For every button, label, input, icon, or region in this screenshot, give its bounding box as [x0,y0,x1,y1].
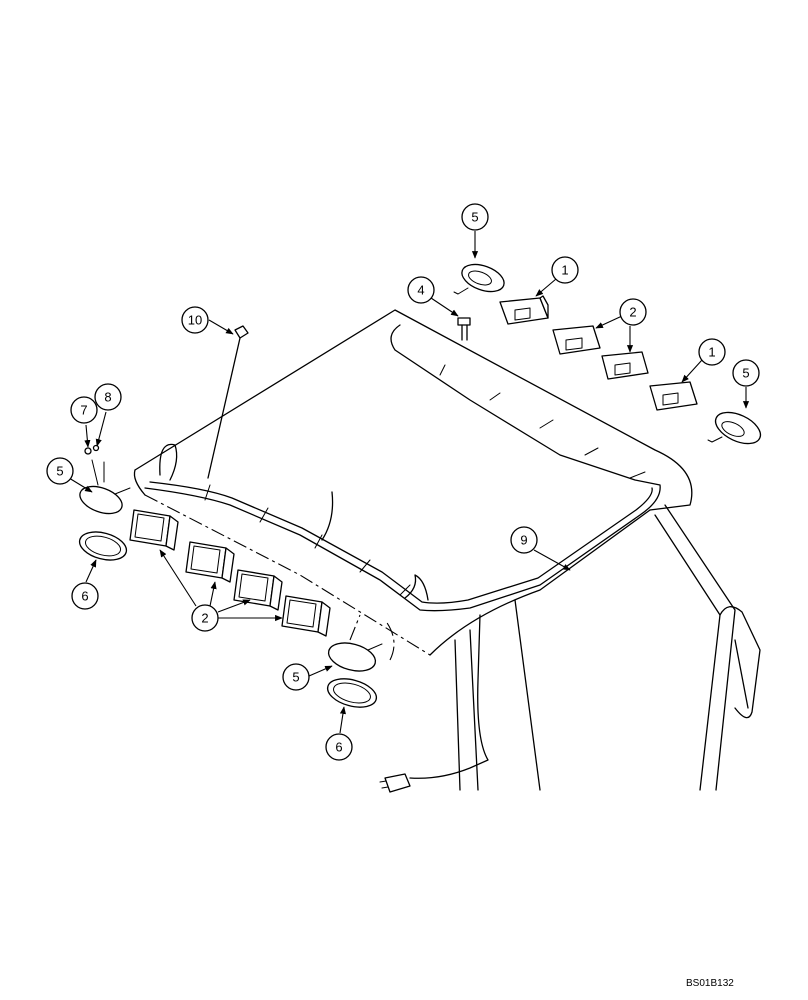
cab-roof [133,309,693,656]
small-hardware [84,444,100,455]
front-work-lamps [129,509,331,637]
antenna [207,325,249,479]
callout-label: 4 [417,283,424,298]
rear-lamp-1b [649,381,698,411]
callout-7-hardware: 7 [70,396,98,424]
callout-6-front-left: 6 [71,582,99,610]
callout-label: 9 [520,533,527,548]
rear-lamp-2a [552,325,601,355]
bolt [457,317,471,341]
cab-frame [454,504,761,791]
callout-8-hardware: 8 [94,383,122,411]
callout-label: 8 [104,390,111,405]
callout-1-rear-right: 1 [698,338,726,366]
callout-label: 7 [80,403,87,418]
lens-front-right [326,678,378,708]
callout-label: 2 [201,611,208,626]
callout-2-rear: 2 [619,298,647,326]
callout-label: 5 [56,464,63,479]
callout-5-front-right: 5 [282,663,310,691]
callout-4-bolt: 4 [407,276,435,304]
marker-lamp-rear-left [453,263,505,295]
lens-front-left [78,531,128,561]
rear-lamp-1a [499,295,549,325]
rear-work-lamps [499,295,698,411]
callout-6-front-right: 6 [325,733,353,761]
callout-label: 2 [629,305,636,320]
callout-label: 5 [292,670,299,685]
wiring-harness [144,324,661,793]
callout-10-antenna: 10 [181,306,209,334]
callout-label: 10 [188,313,202,328]
front-lamp-b [185,541,235,583]
callout-label: 6 [335,740,342,755]
front-lamp-c [233,569,283,611]
callout-label: 5 [471,210,478,225]
callout-label: 1 [708,345,715,360]
marker-lamps [78,263,762,708]
callout-label: 1 [561,263,568,278]
callout-5-front-left: 5 [46,457,74,485]
rear-lamp-2b [601,351,649,380]
front-lamp-a [129,509,179,551]
callout-5-rear-left: 5 [461,203,489,231]
marker-lamp-rear-right [707,411,762,445]
callout-1-rear-left: 1 [551,256,579,284]
leader-lines [68,231,750,734]
callout-label: 6 [81,589,88,604]
figure-code: BS01B132 [686,978,734,989]
callout-2-front: 2 [191,604,219,632]
marker-lamp-front-right [327,642,383,672]
callout-9-harness: 9 [510,526,538,554]
callout-label: 5 [742,366,749,381]
callout-5-rear-right: 5 [732,359,760,387]
marker-lamp-front-left [79,459,131,515]
front-lamp-d [281,595,331,637]
